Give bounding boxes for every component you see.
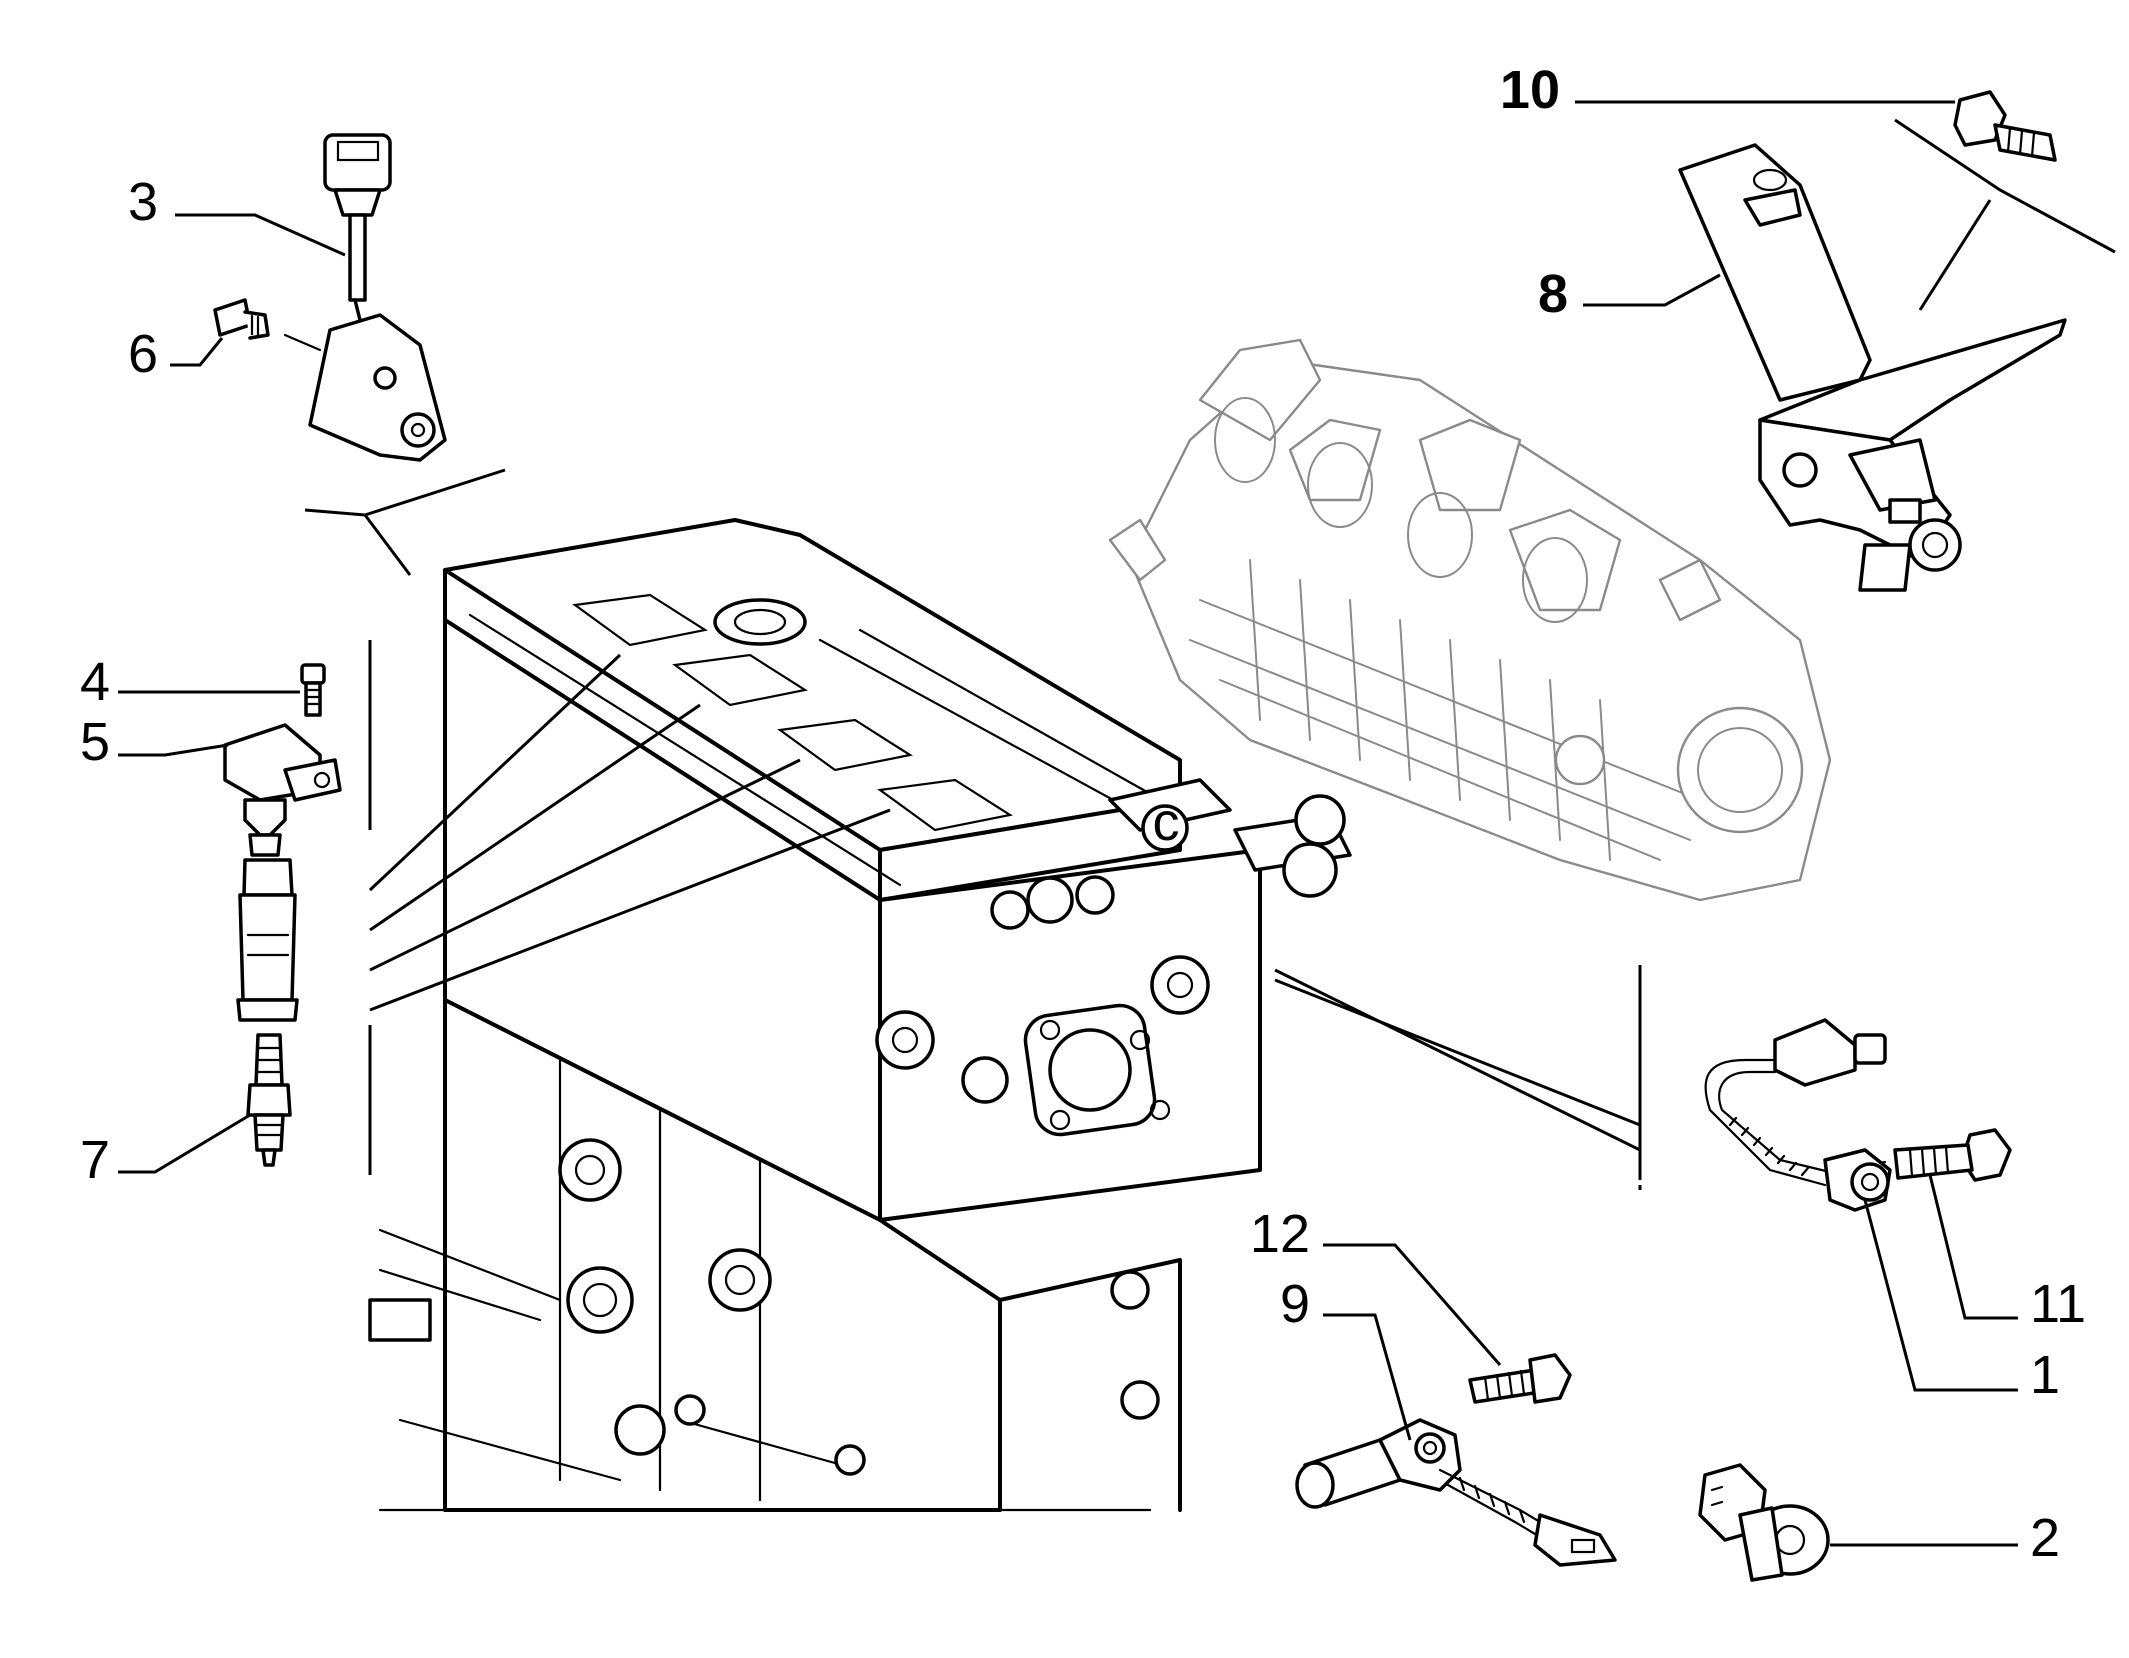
label-10: 10: [1500, 60, 1560, 120]
leader-5: [118, 743, 229, 757]
leader-6: [170, 337, 224, 367]
label-1: 1: [2030, 1345, 2060, 1405]
label-5: 5: [80, 712, 110, 772]
label-9: 9: [1280, 1274, 1310, 1334]
leader-12: [1323, 1243, 1502, 1366]
leader-9: [1323, 1313, 1412, 1441]
part-6-screw: [213, 298, 270, 340]
part-3-sensor-with-lead: [283, 133, 447, 462]
part-9-crank-sensor: [1295, 1418, 1617, 1567]
part-4-screw: [300, 663, 326, 717]
intake-manifold: [1108, 338, 1832, 902]
leader-1: [1863, 1199, 2018, 1392]
callout-c: c: [1153, 792, 1180, 852]
frame-lines: [304, 118, 2116, 1190]
engine-cylinder-head: c: [368, 518, 1352, 1512]
part-1-sensor: [1704, 1018, 1892, 1212]
part-labels: 10 8 3 6 4 5 7 12 9 11 1 2: [80, 60, 2086, 1568]
label-3: 3: [128, 172, 158, 232]
label-8: 8: [1538, 264, 1568, 324]
part-5-ignition-coil: [223, 723, 342, 1022]
part-7-spark-plug: [246, 1033, 292, 1167]
leader-7: [118, 1113, 251, 1174]
part-10-bolt: [1953, 90, 2057, 162]
part-2-knock-sensor: [1698, 1463, 1830, 1582]
leader-3: [175, 213, 346, 257]
leader-lines: [118, 100, 2018, 1547]
part-8-bracket: [1678, 143, 2067, 592]
label-4: 4: [80, 652, 110, 712]
label-6: 6: [128, 324, 158, 384]
label-7: 7: [80, 1130, 110, 1190]
leader-11: [1928, 1174, 2018, 1320]
label-2: 2: [2030, 1508, 2060, 1568]
part-12-bolt: [1468, 1353, 1572, 1404]
label-11: 11: [2030, 1274, 2086, 1334]
part-11-bolt: [1878, 1128, 2012, 1182]
leader-8: [1583, 273, 1721, 307]
label-12: 12: [1250, 1204, 1310, 1264]
